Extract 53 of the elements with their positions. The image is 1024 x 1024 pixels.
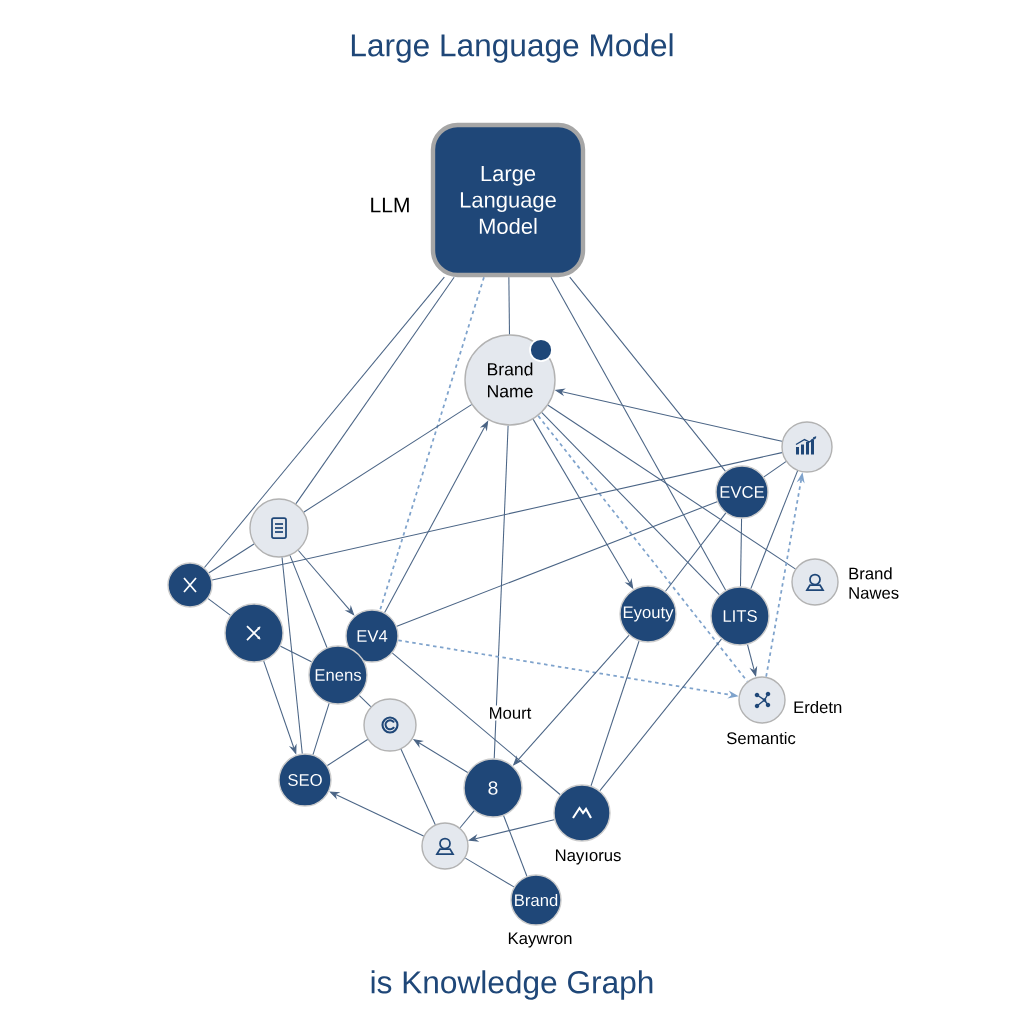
connector: [207, 598, 231, 616]
connector: [459, 810, 475, 829]
connector: [599, 638, 722, 792]
connector: [303, 404, 473, 513]
connector: [379, 276, 485, 612]
model-box: Large Language Model: [430, 122, 586, 278]
connector: [750, 470, 799, 589]
connector: [400, 748, 436, 825]
connector: [503, 815, 528, 877]
connector: [537, 415, 749, 683]
connector: [468, 819, 555, 842]
icon-circle: [781, 421, 833, 473]
node-caption: LLM: [371, 197, 409, 213]
icon-circle: [249, 498, 309, 558]
node-caption: Brand Nawes: [849, 567, 899, 599]
node-caption: Erdetn: [794, 700, 842, 714]
connector: [396, 501, 718, 627]
icon-circle: [421, 822, 469, 870]
connector: [289, 555, 328, 648]
connector: [541, 412, 720, 596]
caption: is Knowledge Graph: [371, 970, 653, 1000]
icon-circle: [553, 784, 611, 842]
connector: [297, 550, 355, 616]
connector: [547, 404, 796, 570]
node-caption: Semantic: [727, 731, 796, 745]
connector: [550, 276, 727, 591]
icon-circle: [791, 558, 839, 606]
label: Mourt: [490, 707, 532, 719]
connector: [464, 857, 515, 888]
icon-circle: [167, 562, 213, 608]
connector: [391, 652, 561, 796]
connector: [326, 739, 369, 767]
connector: [739, 518, 743, 587]
connector: [358, 695, 372, 708]
connector: [281, 557, 303, 754]
connector: [211, 452, 783, 581]
connector: [208, 543, 255, 574]
connector: [763, 461, 787, 478]
connector: [665, 512, 727, 592]
connector: [569, 276, 726, 472]
icon-circle: [363, 698, 417, 752]
icon-circle: [738, 676, 786, 724]
connector: [508, 276, 510, 335]
node-caption: Kaywron: [508, 932, 572, 948]
connector: [280, 645, 312, 663]
connector: [203, 276, 445, 569]
node-caption: Nayıorus: [556, 849, 621, 865]
title: Large Language Model: [351, 33, 673, 63]
connector: [590, 640, 640, 787]
connector: [295, 276, 455, 505]
connector: [312, 702, 330, 756]
icon-circle: [224, 603, 284, 663]
connector: [493, 425, 509, 759]
